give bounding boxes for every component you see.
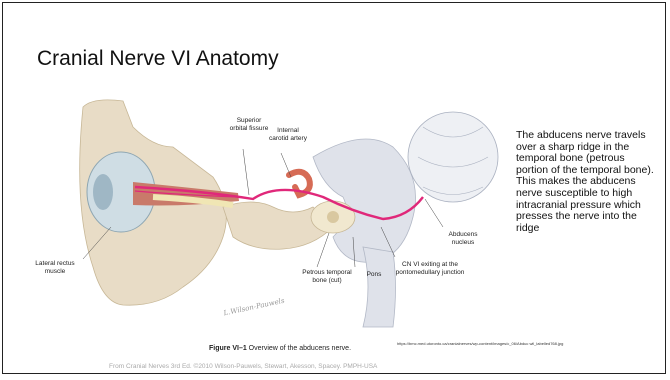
label-abducens-nucleus: Abducens nucleus [443,231,483,246]
abducens-illustration [63,87,503,347]
medulla [363,247,396,327]
label-lateral-rectus-muscle: Lateral rectus muscle [31,260,79,275]
caption-text: Overview of the abducens nerve. [247,345,351,352]
label-petrous-temporal-bone: Petrous temporal bone (cut) [301,269,353,284]
label-pons: Pons [363,271,385,279]
caption-figure-number: Figure VI–1 [209,345,247,352]
label-superior-orbital-fissure: Superior orbital fissure [229,117,269,132]
slide-title: Cranial Nerve VI Anatomy [37,47,279,71]
figure-credit: From Cranial Nerves 3rd Ed. ©2010 Wilson… [109,363,377,370]
label-cn-vi-exiting: CN VI exiting at the pontomedullary junc… [395,261,465,276]
anatomy-drawing [63,87,503,347]
cerebellum [408,112,498,202]
figure-caption: Figure VI–1 Overview of the abducens ner… [209,345,351,352]
slide: Cranial Nerve VI Anatomy [2,2,666,374]
source-url: https://bmc.med.utoronto.ca/cranialnerve… [397,341,563,346]
label-internal-carotid-artery: Internal carotid artery [269,127,307,142]
body-text: The abducens nerve travels over a sharp … [516,130,656,234]
iris [93,174,113,210]
